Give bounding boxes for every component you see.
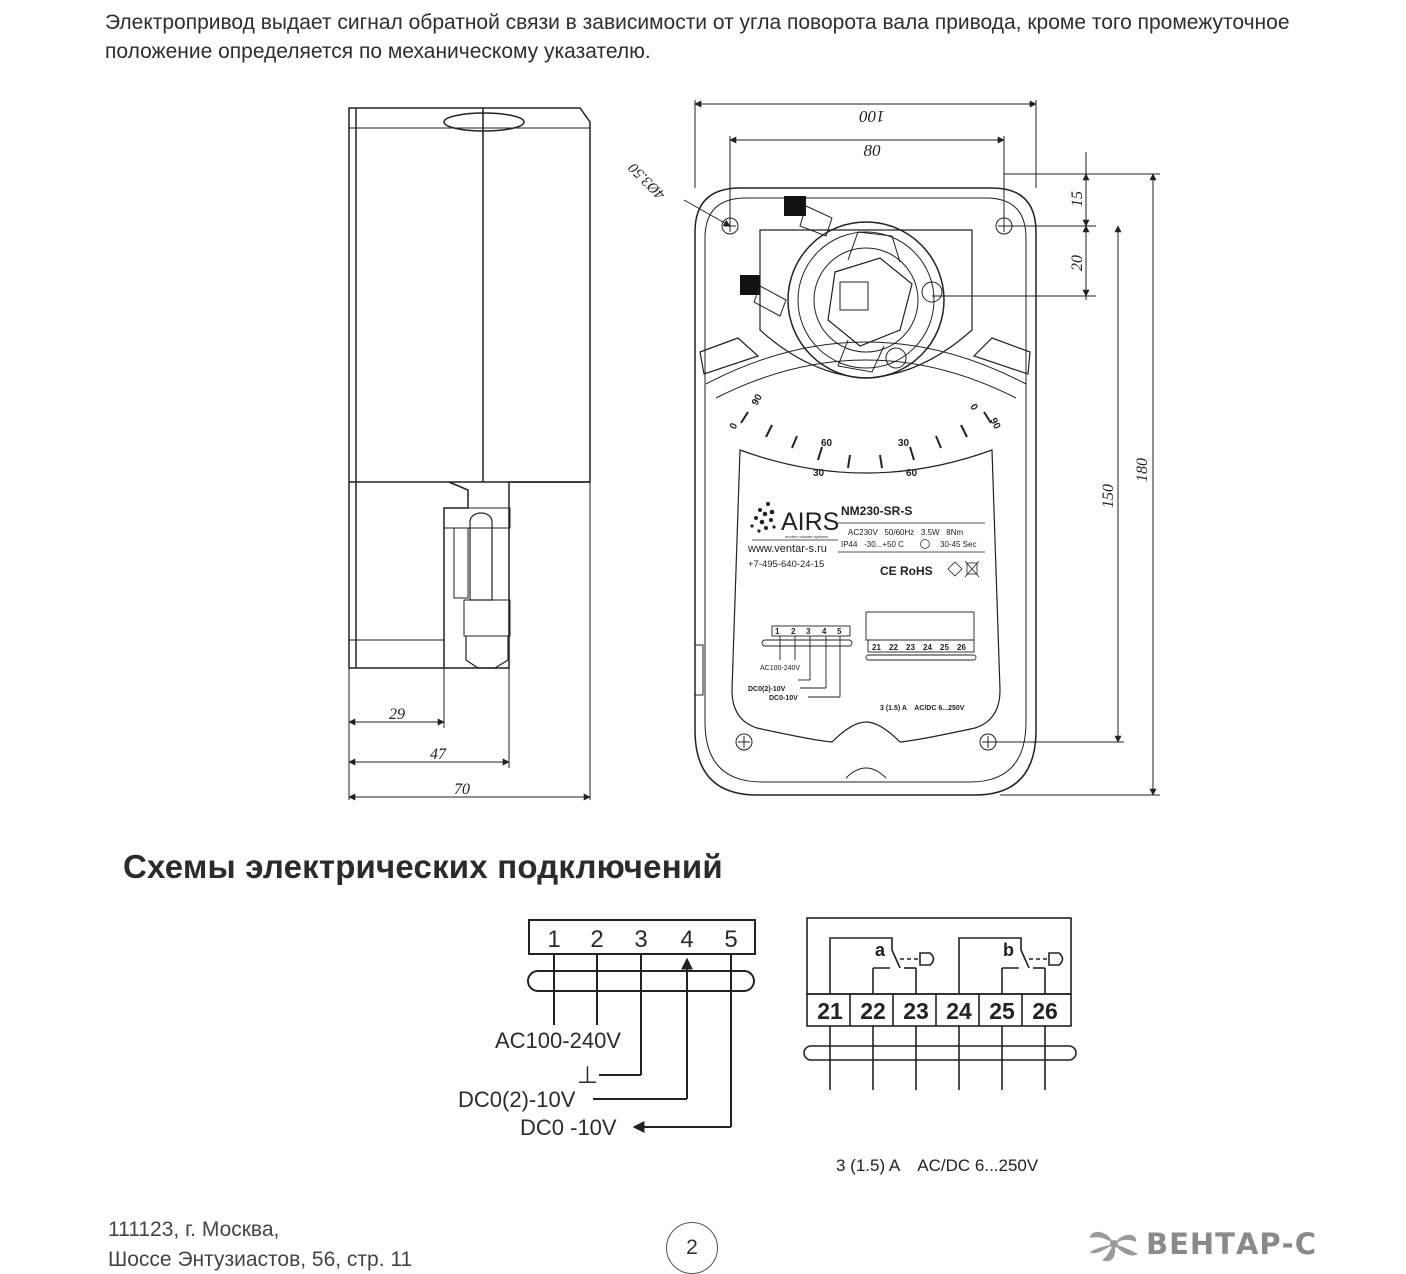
scale-left-90: 90 xyxy=(750,392,765,407)
dim-holes: 4Ø3.50 xyxy=(625,159,668,202)
svg-text:25: 25 xyxy=(940,643,949,652)
footer-address: 111123, г. Москва, xyxy=(108,1218,280,1241)
aux-terminal-23: 23 xyxy=(903,998,929,1024)
svg-text:3: 3 xyxy=(806,627,811,636)
label-spec-1: AC230V 50/60Hz 3.5W 8Nm xyxy=(848,528,963,537)
company-logo: ВЕНТАР-С xyxy=(1088,1222,1317,1266)
label-website: www.ventar-s.ru xyxy=(747,543,827,555)
airs-logo-mark xyxy=(750,502,776,533)
dim-150: 150 xyxy=(1100,484,1117,508)
svg-text:26: 26 xyxy=(957,643,966,652)
mini-dc0-label: DC0-10V xyxy=(769,695,798,702)
dc2-control-label: DC0(2)-10V xyxy=(458,1087,576,1112)
scale-right-30: 30 xyxy=(898,438,910,449)
dim-20: 20 xyxy=(1069,255,1086,271)
company-name: ВЕНТАР-С xyxy=(1146,1227,1317,1261)
svg-text:2: 2 xyxy=(791,627,796,636)
switch-a-label: a xyxy=(875,940,886,960)
wiring-diagram: 1 2 3 4 5 AC100-240V ⊥ DC0(2)-10V DC0 -1… xyxy=(458,919,756,1140)
label-mini-wiring xyxy=(761,611,977,698)
aux-terminal-24: 24 xyxy=(946,998,972,1024)
label-brand-sub: modern climate systems xyxy=(785,534,828,539)
section-title: Схемы электрических подключений xyxy=(123,848,723,885)
fan-icon xyxy=(1090,1231,1138,1262)
side-view xyxy=(348,107,591,801)
terminal-4: 4 xyxy=(680,926,693,953)
ac-voltage-label: AC100-240V xyxy=(495,1028,621,1053)
dim-100: 100 xyxy=(859,107,885,126)
svg-text:23: 23 xyxy=(906,643,915,652)
actuator-drawing: 29 47 70 xyxy=(348,100,1160,801)
dim-15: 15 xyxy=(1069,191,1086,207)
dim-80: 80 xyxy=(864,141,882,160)
svg-text:22: 22 xyxy=(889,643,898,652)
footer-address-line-2: Шоссе Энтузиастов, 56, стр. 11 xyxy=(108,1248,413,1271)
dc0-feedback-label: DC0 -10V xyxy=(520,1115,617,1140)
aux-terminal-26: 26 xyxy=(1032,998,1058,1024)
switch-b-label: b xyxy=(1003,940,1014,960)
scale-right-90: 90 xyxy=(987,416,1002,431)
front-view xyxy=(683,100,1160,796)
scale-left-30: 30 xyxy=(813,468,825,479)
label-model: NM230-SR-S xyxy=(841,504,912,518)
dim-180: 180 xyxy=(1134,458,1151,482)
label-spec-2b: 30-45 Sec xyxy=(940,540,976,549)
svg-text:24: 24 xyxy=(923,643,932,652)
dim-29: 29 xyxy=(389,706,405,723)
label-cert: CE RoHS xyxy=(880,564,933,578)
scale-right-0: 0 xyxy=(967,402,980,412)
page-number: 2 xyxy=(666,1222,718,1274)
aux-rating-label: 3 (1.5) A AC/DC 6...250V xyxy=(836,1156,1039,1175)
mini-rating-label: 3 (1.5) A AC/DC 6...250V xyxy=(880,705,965,712)
label-spec-2a: IP44 -30...+50 C xyxy=(841,540,904,549)
mini-aux-terminals: 21 xyxy=(872,643,881,652)
scale-left-0: 0 xyxy=(728,421,741,431)
mini-dc2-label: DC0(2)-10V xyxy=(748,686,786,693)
aux-terminal-21: 21 xyxy=(817,998,843,1024)
aux-terminal-22: 22 xyxy=(860,998,886,1024)
mini-ac-label: AC100-240V xyxy=(760,665,800,672)
terminal-3: 3 xyxy=(634,926,647,953)
mini-terminals-1: 1 xyxy=(775,627,780,636)
label-phone: +7-495-640-24-15 xyxy=(748,559,824,570)
svg-text:4: 4 xyxy=(822,627,827,636)
dim-47: 47 xyxy=(430,746,447,763)
terminal-2: 2 xyxy=(590,926,603,953)
scale-left-60: 60 xyxy=(821,438,833,449)
svg-text:5: 5 xyxy=(837,627,842,636)
terminal-1: 1 xyxy=(547,926,560,953)
aux-switch-diagram: a b 21 22 23 24 25 26 3 (1.5) A AC/DC 6.… xyxy=(803,917,1077,1175)
ground-symbol: ⊥ xyxy=(577,1062,598,1089)
terminal-5: 5 xyxy=(724,926,737,953)
aux-terminal-25: 25 xyxy=(989,998,1015,1024)
label-cert-icons xyxy=(947,560,980,578)
scale-right-60: 60 xyxy=(906,468,918,479)
dim-70: 70 xyxy=(454,781,470,798)
label-brand: AIRS xyxy=(781,508,839,536)
intro-paragraph: Электропривод выдает сигнал обратной свя… xyxy=(105,11,1290,63)
